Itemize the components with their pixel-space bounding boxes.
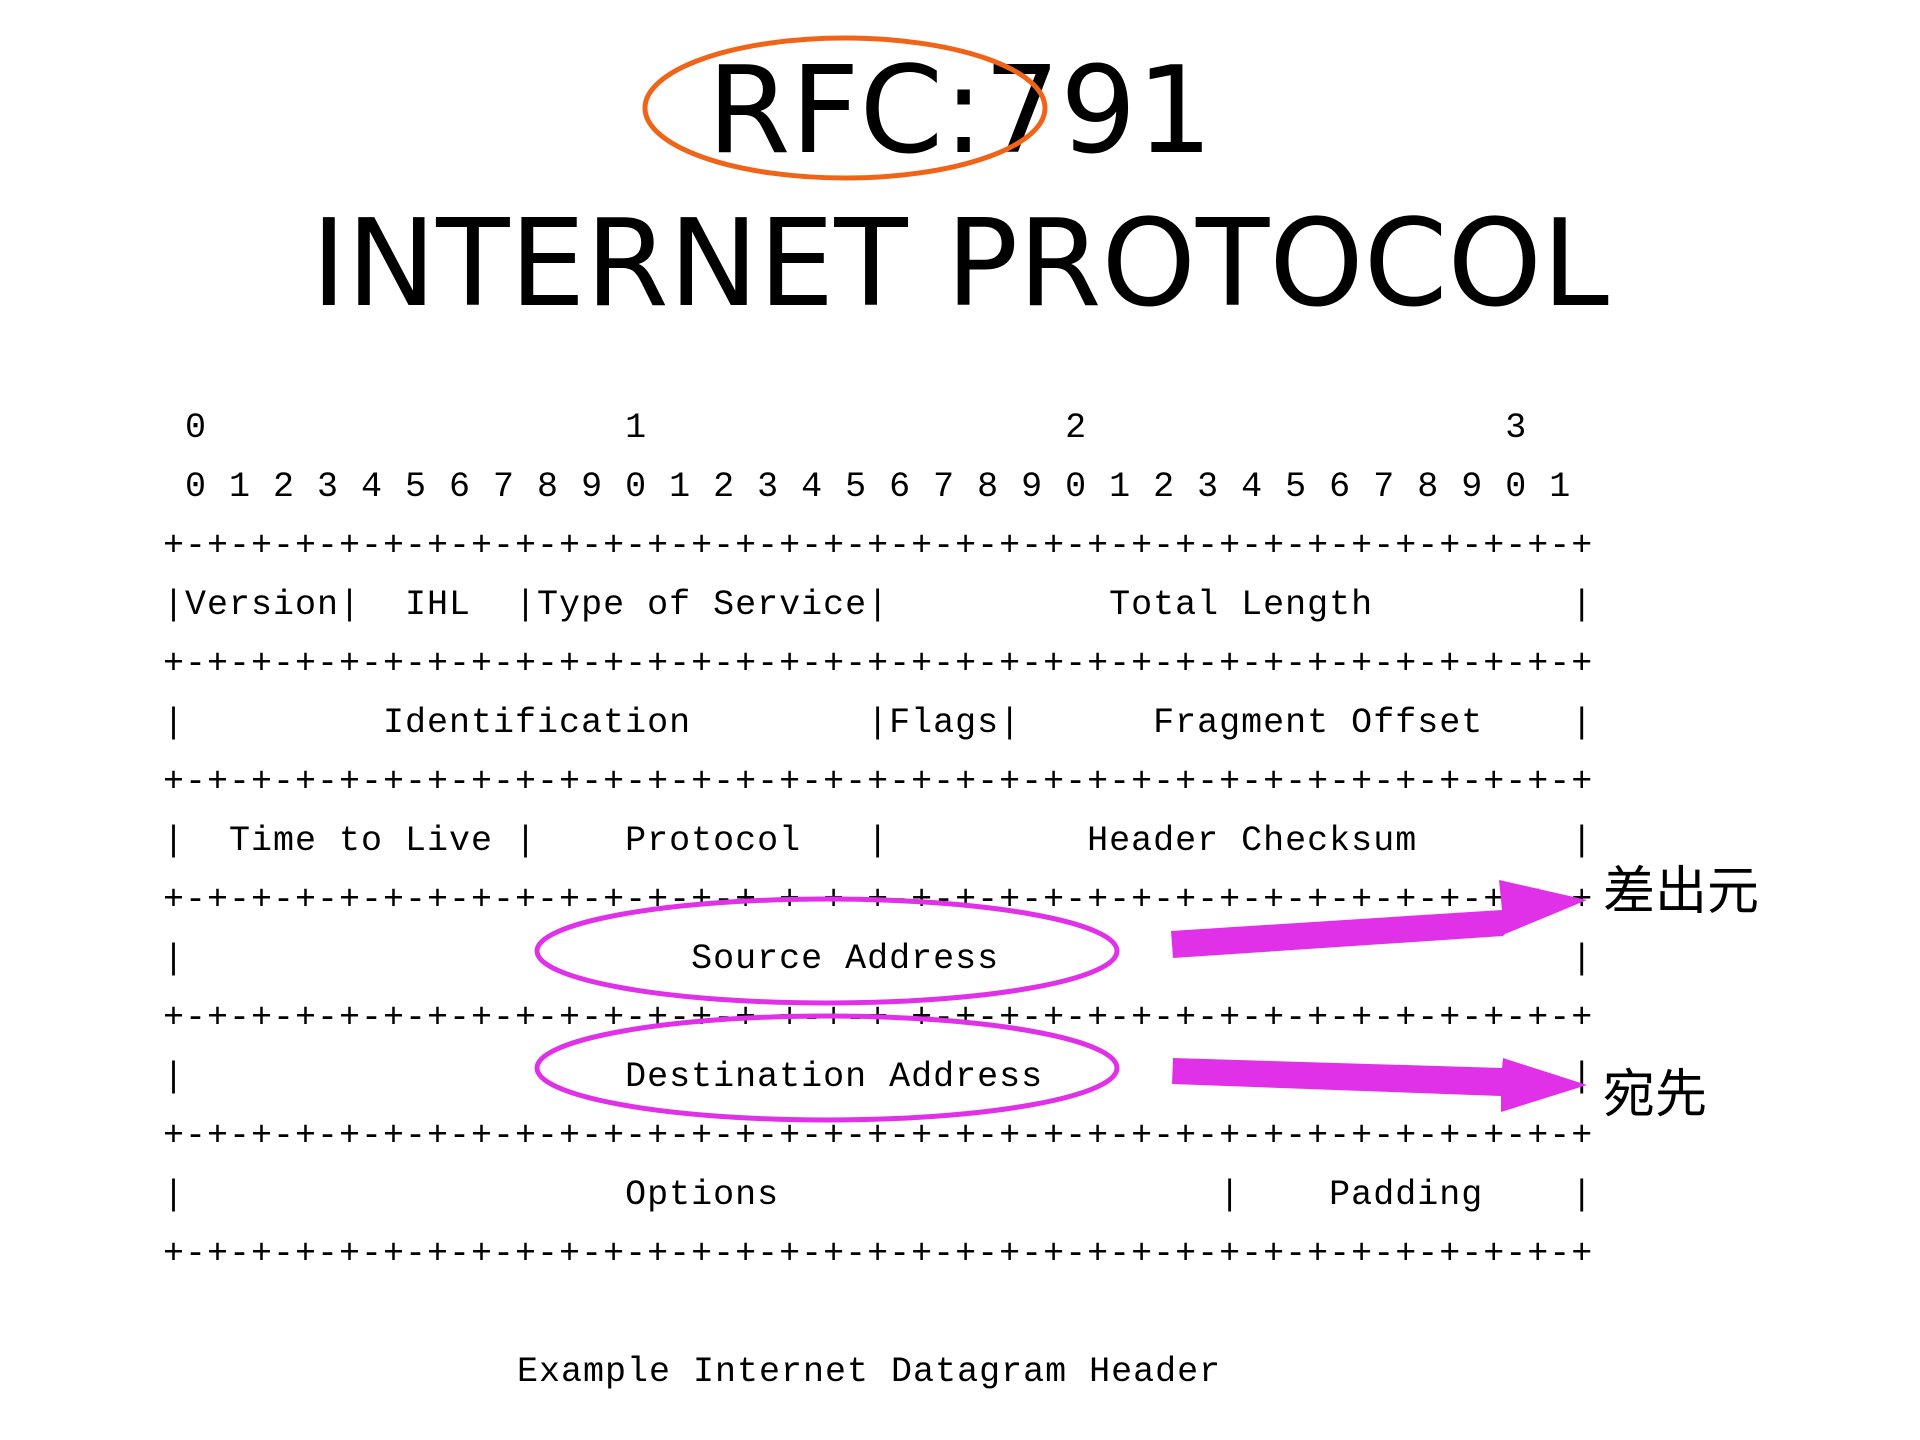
header-row-destination-address: | Destination Address |	[163, 1057, 1594, 1097]
header-row-options-padding: | Options | Padding |	[163, 1175, 1594, 1215]
separator-line: +-+-+-+-+-+-+-+-+-+-+-+-+-+-+-+-+-+-+-+-…	[163, 644, 1594, 684]
separator-line: +-+-+-+-+-+-+-+-+-+-+-+-+-+-+-+-+-+-+-+-…	[163, 1234, 1594, 1274]
separator-line: +-+-+-+-+-+-+-+-+-+-+-+-+-+-+-+-+-+-+-+-…	[163, 762, 1594, 802]
header-row-source-address: | Source Address |	[163, 939, 1594, 979]
diagram-caption: Example Internet Datagram Header	[517, 1352, 1222, 1392]
separator-line: +-+-+-+-+-+-+-+-+-+-+-+-+-+-+-+-+-+-+-+-…	[163, 526, 1594, 566]
bit-tens-row: 0 1 2 3	[163, 408, 1528, 448]
destination-label: 宛先	[1603, 1065, 1708, 1125]
separator-line: +-+-+-+-+-+-+-+-+-+-+-+-+-+-+-+-+-+-+-+-…	[163, 998, 1594, 1038]
source-label: 差出元	[1603, 862, 1760, 922]
bit-units-row: 0 1 2 3 4 5 6 7 8 9 0 1 2 3 4 5 6 7 8 9 …	[163, 467, 1572, 507]
separator-line: +-+-+-+-+-+-+-+-+-+-+-+-+-+-+-+-+-+-+-+-…	[163, 880, 1594, 920]
protocol-title: INTERNET PROTOCOL	[311, 195, 1609, 334]
rfc-number-title: RFC:791	[707, 42, 1213, 181]
header-row-ttl-protocol-checksum: | Time to Live | Protocol | Header Check…	[163, 821, 1594, 861]
header-row-identification-flags-offset: | Identification |Flags| Fragment Offset…	[163, 703, 1594, 743]
header-row-version-ihl-tos-length: |Version| IHL |Type of Service| Total Le…	[163, 585, 1594, 625]
separator-line: +-+-+-+-+-+-+-+-+-+-+-+-+-+-+-+-+-+-+-+-…	[163, 1116, 1594, 1156]
